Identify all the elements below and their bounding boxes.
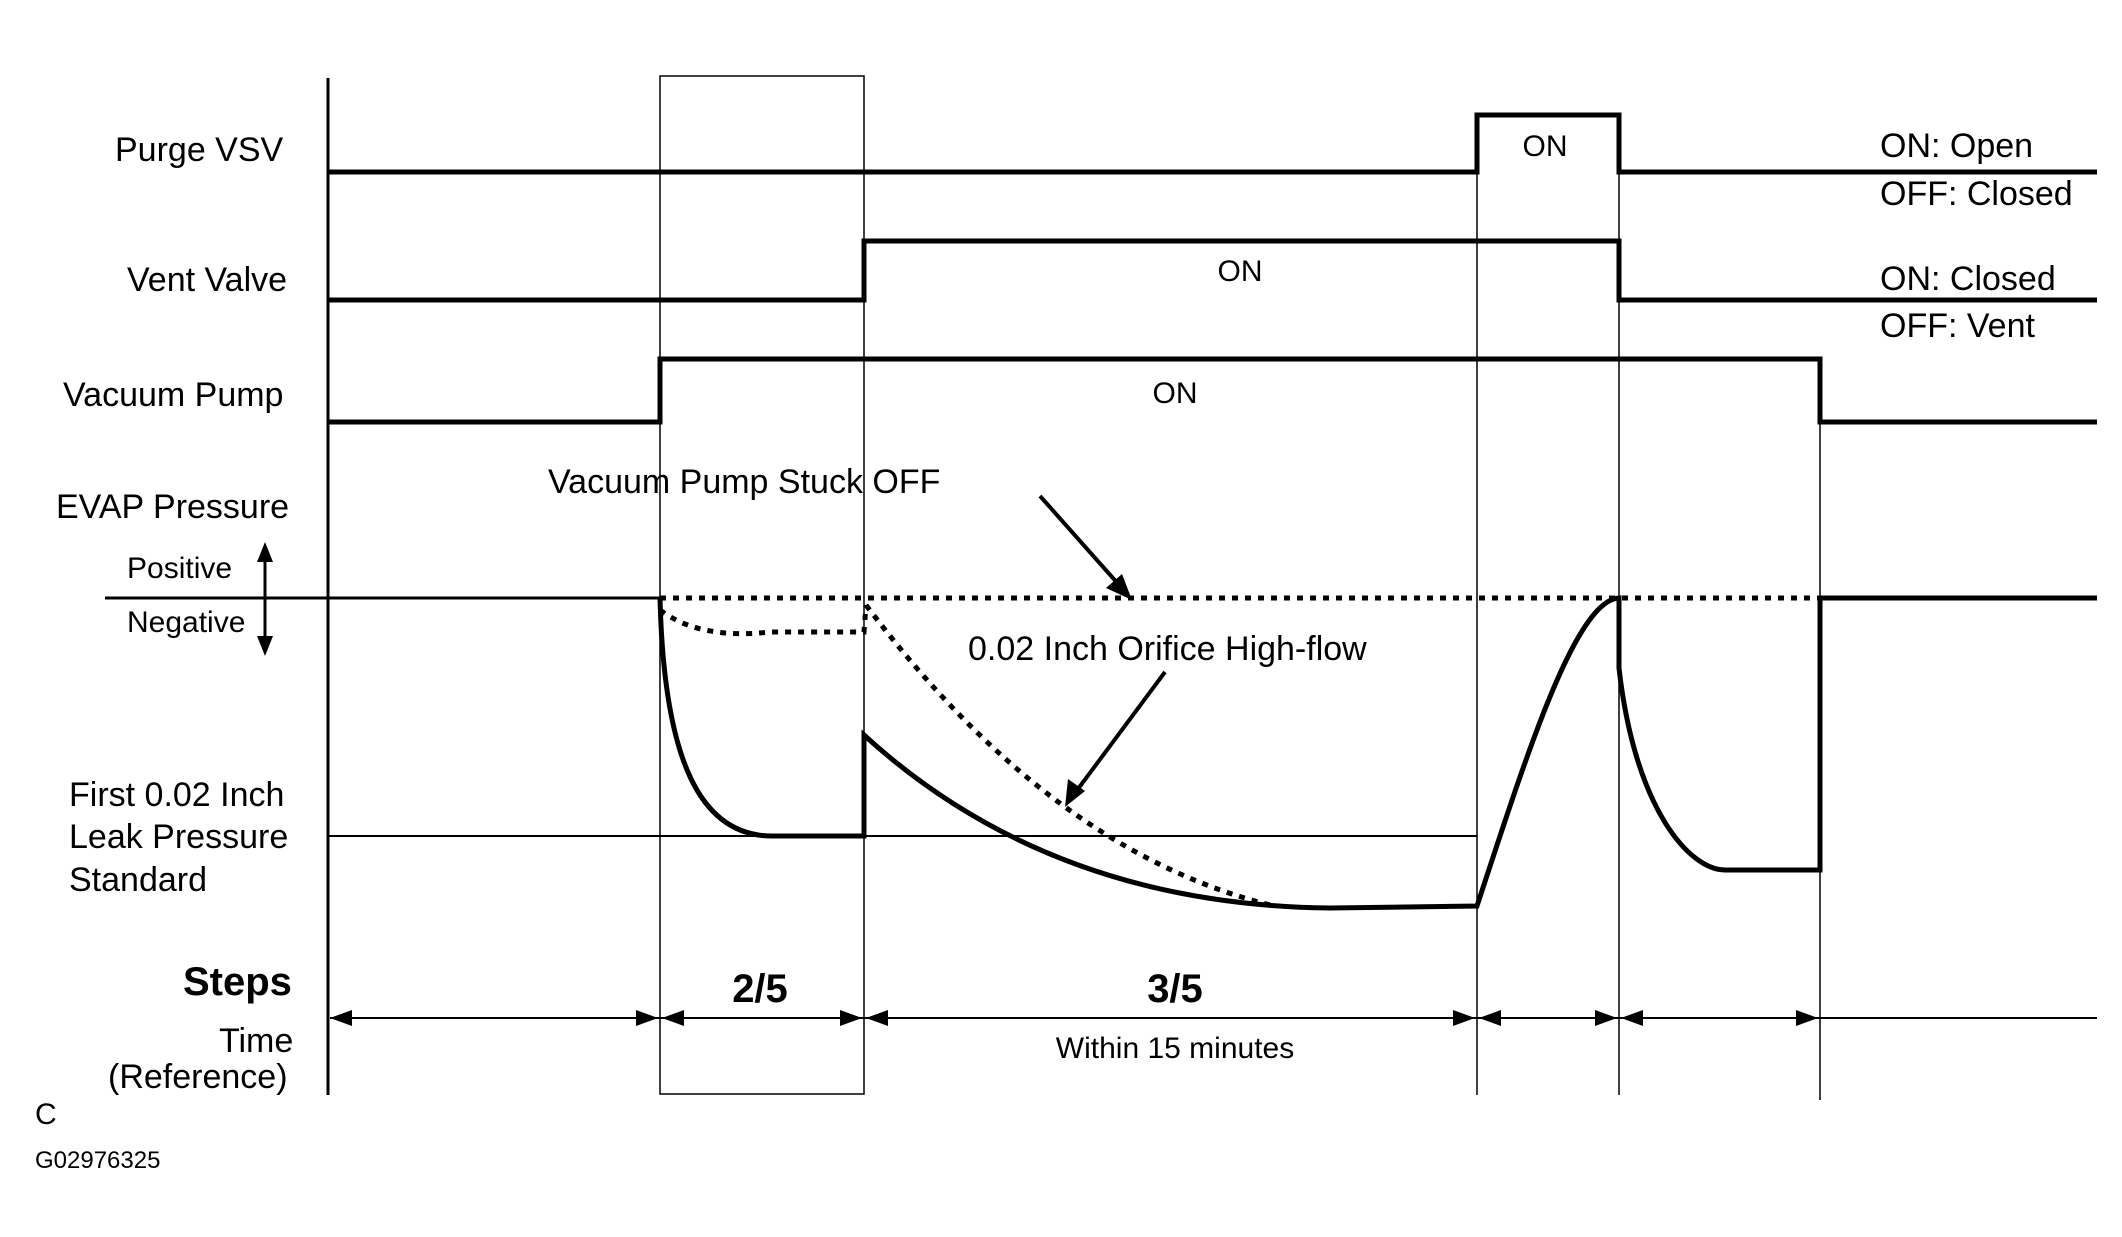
reference-label: (Reference)	[108, 1058, 288, 1096]
footer-code: G02976325	[35, 1147, 160, 1174]
label-leak-standard-1: First 0.02 Inch	[69, 776, 284, 814]
label-leak-standard-3: Standard	[69, 861, 207, 899]
neg-arrow-head	[257, 636, 273, 656]
legend-vent-on: ON: Closed	[1880, 260, 2056, 298]
label-evap-pressure: EVAP Pressure	[56, 488, 289, 526]
stuck-off-pointer	[1038, 494, 1122, 588]
within-15-minutes: Within 15 minutes	[1056, 1032, 1294, 1065]
stuck-off-pointer-head	[1106, 574, 1132, 600]
purge-on-label: ON	[1523, 130, 1568, 163]
vent-valve-signal	[328, 238, 2097, 303]
annotation-stuck-off: Vacuum Pump Stuck OFF	[548, 463, 940, 501]
high-flow-dotted-curve	[864, 603, 1271, 908]
evap-pressure-curve	[657, 595, 1823, 911]
vent-on-label: ON	[1218, 255, 1263, 288]
label-leak-standard-2: Leak Pressure	[69, 818, 288, 856]
pos-arrow-head	[257, 542, 273, 562]
step-3-label: 3/5	[1147, 967, 1203, 1011]
footer-letter: C	[35, 1098, 57, 1131]
legend-purge-off: OFF: Closed	[1880, 175, 2073, 213]
steps-label: Steps	[183, 960, 292, 1004]
timeline-arrows	[330, 1010, 2097, 1026]
annotation-orifice: 0.02 Inch Orifice High-flow	[968, 630, 1367, 668]
vacuum-pump-signal	[328, 356, 2097, 425]
step-2-label: 2/5	[732, 967, 788, 1011]
orifice-pointer-head	[1065, 779, 1085, 807]
high-flow-dotted-dip	[658, 604, 869, 637]
pump-on-label: ON	[1153, 377, 1198, 410]
legend-vent-off: OFF: Vent	[1880, 307, 2035, 345]
label-positive: Positive	[127, 552, 232, 585]
legend-purge-on: ON: Open	[1880, 127, 2033, 165]
orifice-pointer	[1073, 670, 1167, 795]
time-label: Time	[219, 1022, 293, 1060]
label-vent-valve: Vent Valve	[127, 261, 287, 299]
step-2-box	[659, 75, 865, 1095]
label-negative: Negative	[127, 606, 245, 639]
label-vacuum-pump: Vacuum Pump	[63, 376, 283, 414]
label-purge-vsv: Purge VSV	[115, 131, 284, 169]
purge-vsv-signal	[328, 112, 2097, 175]
